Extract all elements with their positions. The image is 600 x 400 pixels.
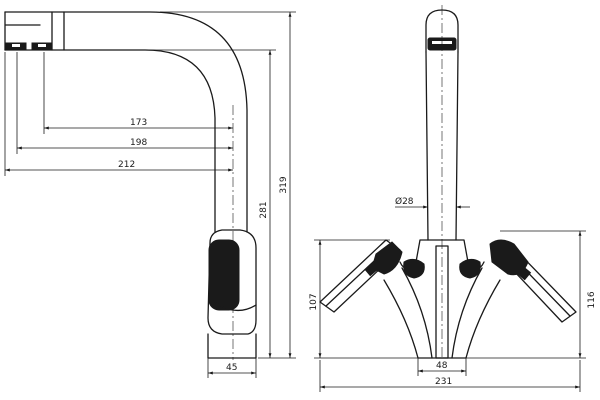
dimension-319: 319	[160, 11, 296, 359]
side-base	[207, 333, 257, 359]
dimension-281: 281	[50, 49, 276, 359]
dimension-diameter-28: Ø28	[395, 196, 470, 209]
dimension-48: 48	[417, 358, 467, 376]
dim-label-212: 212	[118, 160, 135, 170]
front-view: Ø28 107	[309, 5, 597, 392]
dimension-231: 231	[319, 360, 581, 392]
dim-label-198: 198	[130, 138, 147, 148]
right-leg	[451, 267, 501, 359]
lever-side	[208, 239, 240, 311]
dimension-198: 198	[16, 52, 233, 154]
right-lever-handle	[489, 239, 577, 323]
dim-label-107: 107	[309, 293, 319, 310]
side-view: 173 198 212 281 319	[4, 11, 296, 378]
dim-label-319: 319	[279, 176, 289, 193]
right-knuckle	[459, 258, 481, 279]
dimension-116: 116	[466, 230, 597, 359]
dimension-107: 107	[309, 239, 418, 359]
dim-label-diameter: Ø28	[395, 196, 414, 207]
left-lever-handle	[319, 239, 403, 313]
dimension-173: 173	[43, 52, 233, 134]
dim-label-231: 231	[435, 377, 452, 387]
mixer-body	[207, 229, 257, 335]
dim-label-281: 281	[259, 201, 269, 218]
dim-label-116: 116	[587, 291, 597, 308]
dim-label-173: 173	[130, 118, 147, 128]
left-leg	[383, 267, 433, 359]
dimension-45: 45	[207, 358, 257, 378]
dimension-212: 212	[4, 52, 233, 176]
dim-label-45: 45	[226, 363, 237, 373]
left-knuckle	[403, 258, 425, 279]
dim-label-48: 48	[436, 361, 448, 371]
spout-column	[425, 51, 459, 241]
spout-end	[4, 11, 41, 51]
